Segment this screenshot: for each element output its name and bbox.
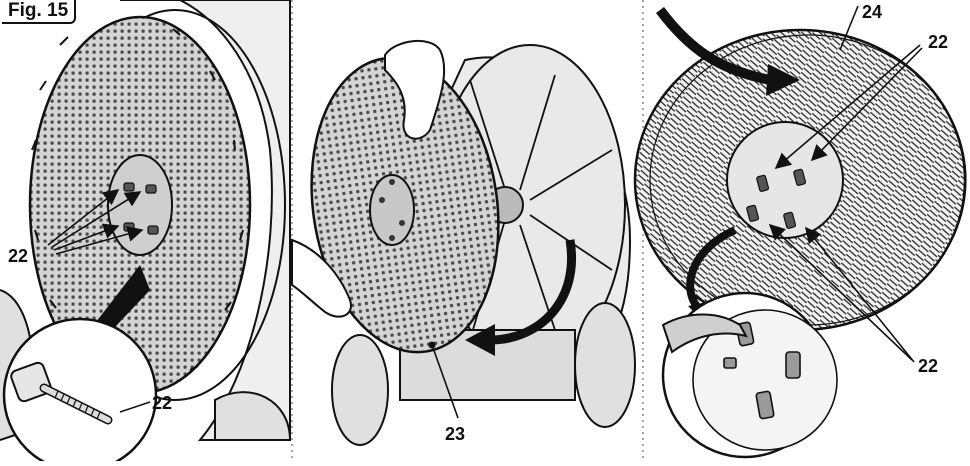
wheel xyxy=(331,334,389,446)
callout-label: 22 xyxy=(8,246,28,266)
callout-leader xyxy=(431,344,459,419)
panel-2: 23 xyxy=(291,39,636,446)
detail-pointer xyxy=(686,226,737,313)
callout-leader xyxy=(119,401,151,413)
t-bolt-illustration xyxy=(10,361,113,425)
hand-top xyxy=(384,39,446,140)
disc-hub xyxy=(107,154,173,256)
callout-label: 22 xyxy=(918,356,938,376)
figure-label: Fig. 15 xyxy=(2,0,77,24)
wheel xyxy=(214,391,292,441)
callout-label: 23 xyxy=(445,424,465,444)
callout-label: 24 xyxy=(862,2,882,22)
detail-bolts xyxy=(723,321,801,420)
hub-holes xyxy=(379,179,405,241)
panel-3: 24 22 22 xyxy=(633,2,967,459)
hand-bottom xyxy=(291,238,352,318)
panel-1: 22 22 xyxy=(0,0,292,466)
disc-hub xyxy=(369,174,415,246)
rotation-arrow xyxy=(489,239,576,345)
rotation-arrow xyxy=(656,6,771,85)
fixing-bolts xyxy=(746,168,807,229)
callout-label: 22 xyxy=(152,393,172,413)
callout-leaders xyxy=(768,5,923,363)
rotation-arrowhead xyxy=(465,324,495,356)
callout-leaders xyxy=(47,189,144,255)
callout-label: 22 xyxy=(928,32,948,52)
rotation-arrowhead xyxy=(766,64,800,96)
wheel xyxy=(574,302,636,428)
detail-hub xyxy=(692,309,838,451)
bolt-detail-circle xyxy=(2,317,158,466)
pliers-illustration xyxy=(661,313,748,354)
